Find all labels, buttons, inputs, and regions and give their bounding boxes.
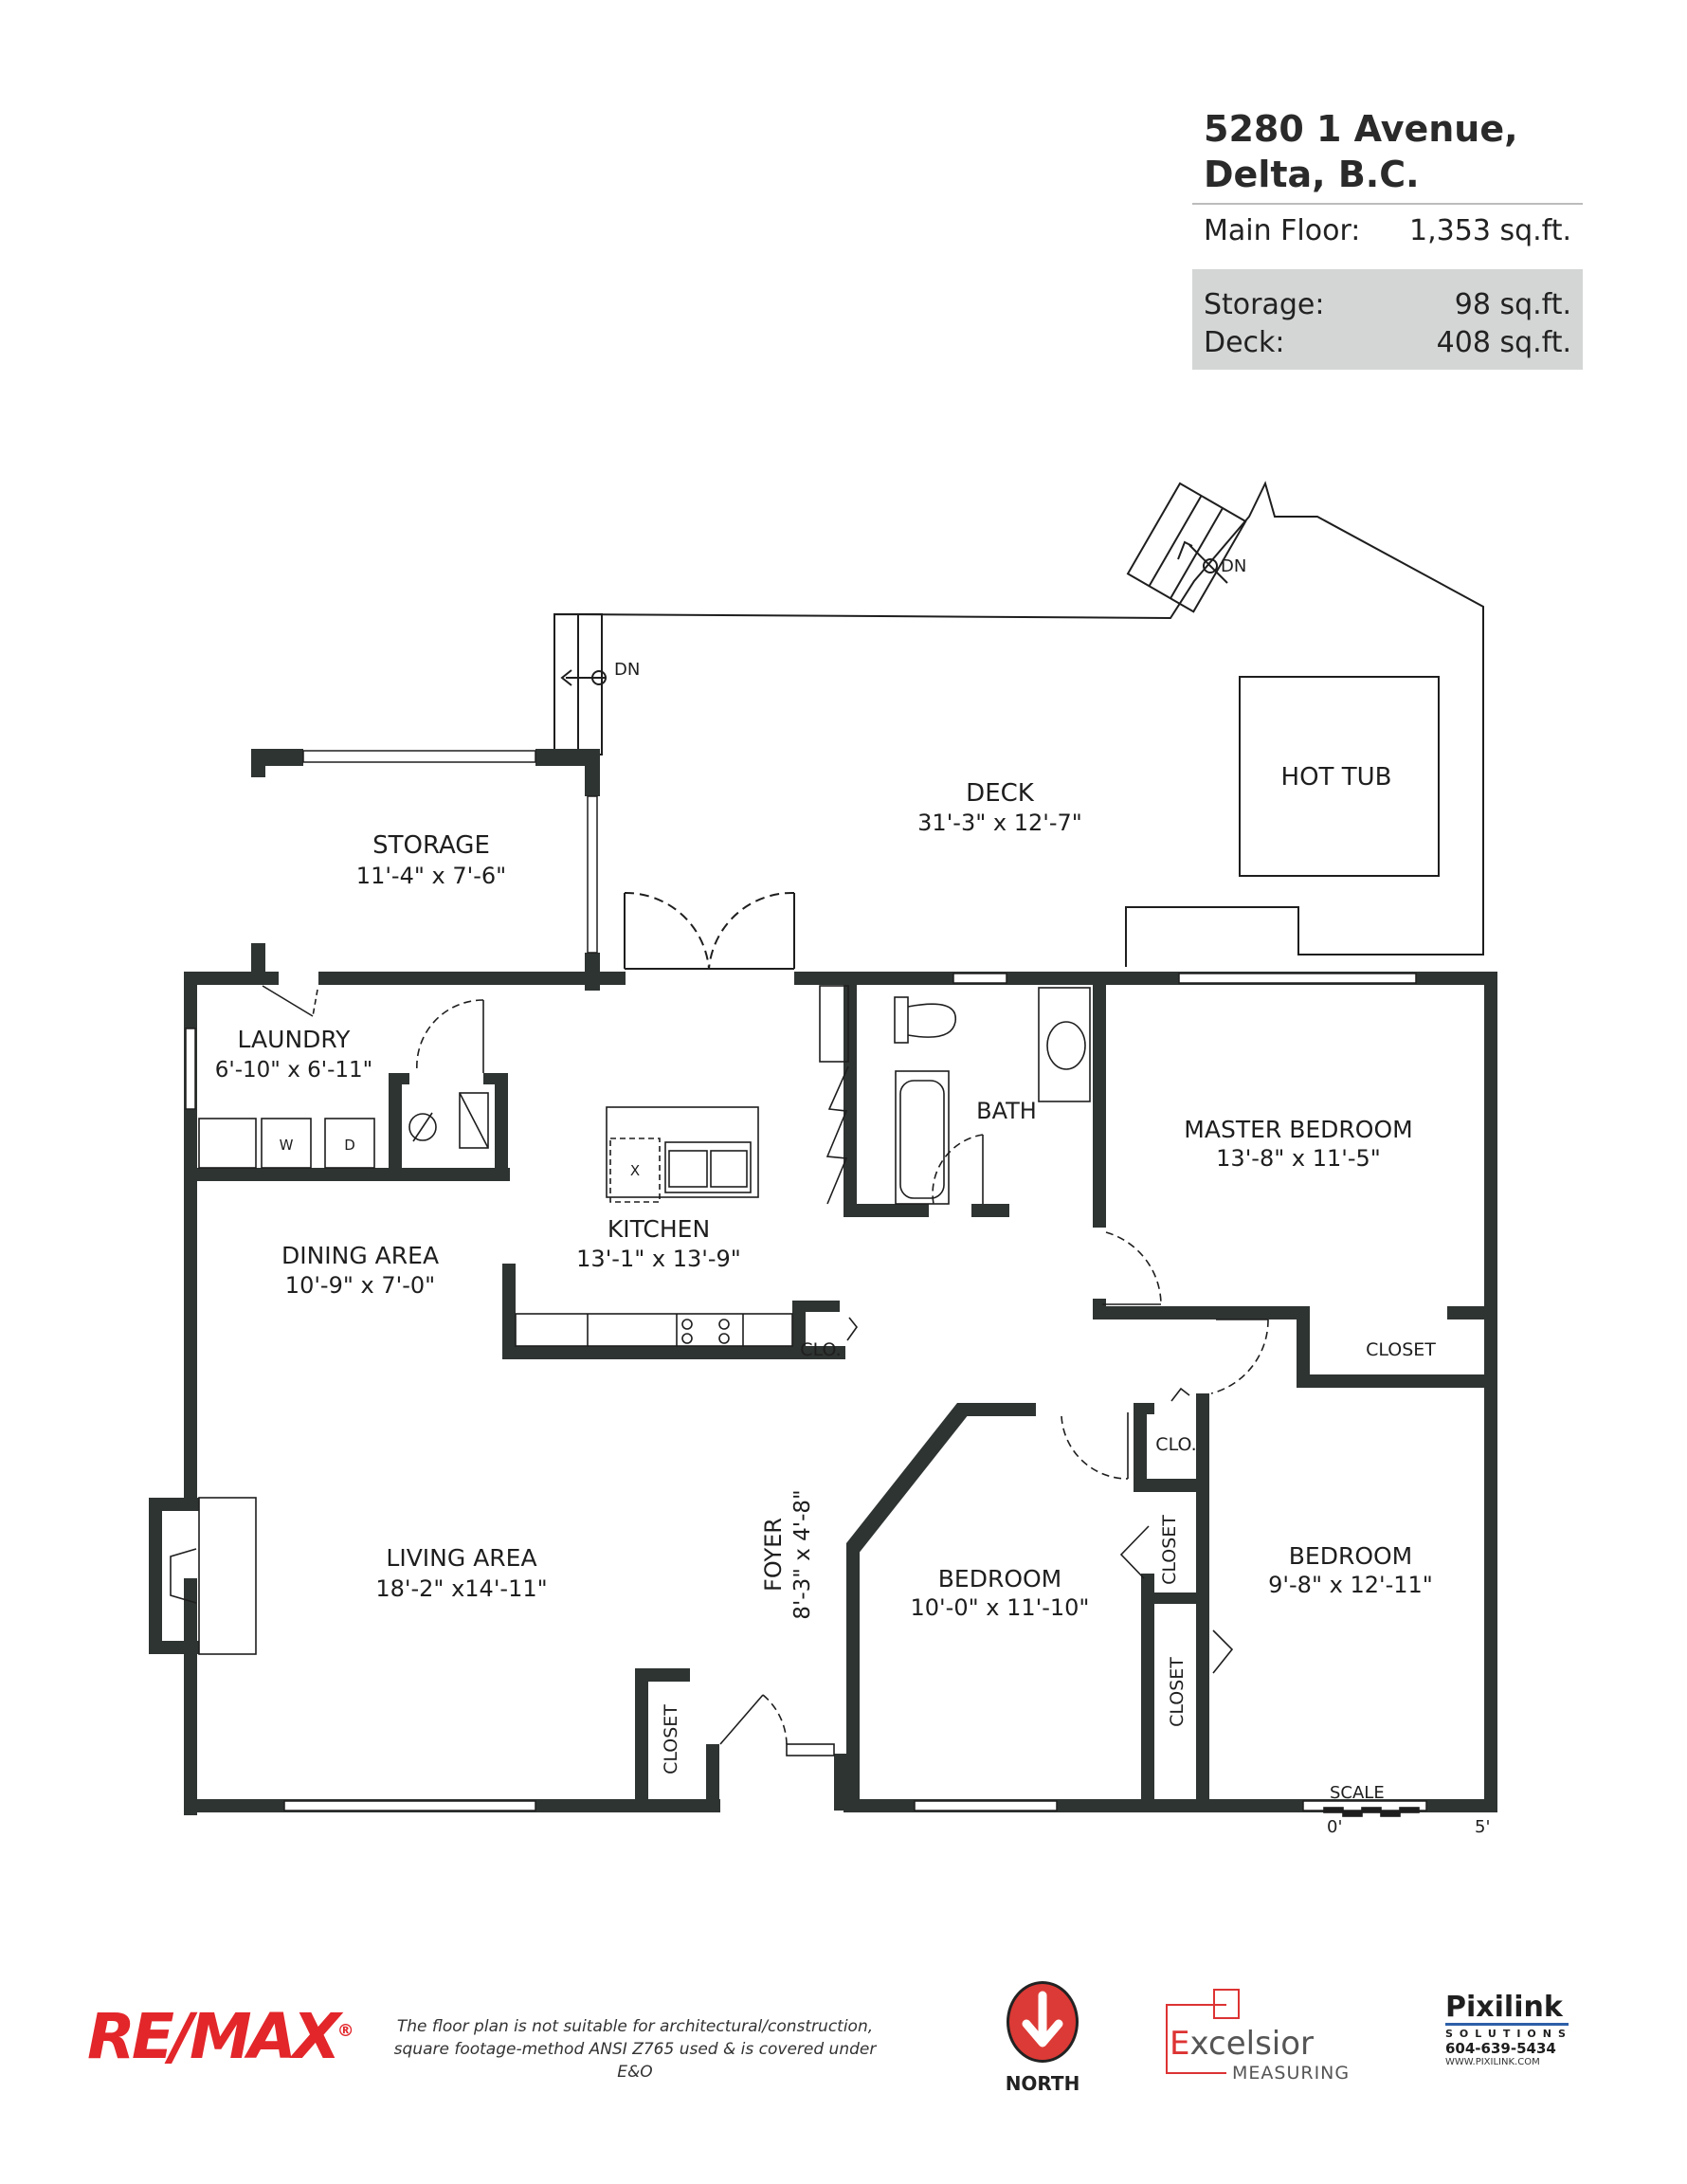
deck-outline <box>553 481 1484 967</box>
master-bedroom-label: MASTER BEDROOM <box>1184 1116 1412 1143</box>
island-x-label: X <box>630 1162 640 1179</box>
kitchen-label: KITCHEN <box>608 1215 710 1243</box>
foyer-label: FOYER <box>760 1518 787 1592</box>
scale-bar <box>1323 1807 1420 1817</box>
secondary-areas: Storage: 98 sq.ft. Deck: 408 sq.ft. <box>1192 269 1583 370</box>
hall-closet-label: CLO. <box>1155 1434 1196 1455</box>
area-summary: 5280 1 Avenue, Delta, B.C. Main Floor: 1… <box>1192 106 1583 370</box>
dryer-label: D <box>344 1137 355 1154</box>
kitchen-island <box>606 1106 759 1198</box>
washer <box>261 1118 312 1169</box>
living-area-label: LIVING AREA <box>386 1544 536 1572</box>
storage-label: STORAGE <box>372 831 490 860</box>
vanity <box>1038 987 1091 1102</box>
storage-value: 98 sq.ft. <box>1454 288 1571 321</box>
dining-area-dims: 10'-9" x 7'-0" <box>285 1272 435 1299</box>
washer-label: W <box>280 1137 294 1154</box>
bedroom3-closet-label: CLOSET <box>1167 1657 1188 1727</box>
kitchen-dims: 13'-1" x 13'-9" <box>576 1246 741 1272</box>
main-floor-value: 1,353 sq.ft. <box>1409 214 1571 247</box>
toilet <box>894 996 909 1044</box>
storage-row: Storage: 98 sq.ft. <box>1192 286 1583 324</box>
north-indicator: NORTH <box>1000 1981 1085 2095</box>
address-line-1: 5280 1 Avenue, <box>1204 108 1518 150</box>
bathtub <box>895 1070 950 1205</box>
laundry-sink <box>198 1118 257 1169</box>
excelsior-cube-icon <box>1213 1989 1240 2019</box>
remax-logo: RE/MAX® <box>87 2000 354 2073</box>
registered-mark: ® <box>336 2021 354 2041</box>
laundry-dims: 6'-10" x 6'-11" <box>215 1058 372 1083</box>
north-label: NORTH <box>1005 2072 1080 2095</box>
stairs-right-dn: DN <box>1221 556 1246 576</box>
floor-plan: DECK 31'-3" x 12'-7" HOT TUB STORAGE 11'… <box>149 481 1497 1837</box>
disclaimer: The floor plan is not suitable for archi… <box>393 2017 877 2082</box>
scale-end: 5' <box>1475 1817 1490 1837</box>
main-floor-label: Main Floor: <box>1204 214 1361 247</box>
bedroom3-dims: 9'-8" x 12'-11" <box>1268 1572 1433 1598</box>
living-area-dims: 18'-2" x14'-11" <box>375 1575 547 1602</box>
pixilink-website: WWW.PIXILINK.COM <box>1445 2057 1540 2067</box>
hot-tub <box>1239 676 1440 877</box>
foyer-dims: 8'-3" x 4'-8" <box>790 1489 815 1619</box>
kitchen-closet-label: CLO. <box>800 1339 841 1360</box>
scale-label: SCALE <box>1330 1783 1385 1803</box>
pixilink-logo: Pixilink SOLUTIONS 604-639-5434 WWW.PIXI… <box>1445 1993 1569 2067</box>
scale-start: 0' <box>1327 1817 1342 1837</box>
master-closet-label: CLOSET <box>1366 1339 1436 1360</box>
water-heater <box>408 1113 437 1141</box>
laundry-label: LAUNDRY <box>238 1026 352 1053</box>
remax-wordmark: RE/MAX <box>87 2000 341 2073</box>
bedroom2-closet-label: CLOSET <box>1159 1515 1180 1585</box>
dining-area-label: DINING AREA <box>281 1242 439 1269</box>
bath-label: BATH <box>976 1098 1037 1124</box>
excelsior-logo: Excelsior MEASURING <box>1166 1985 1393 2084</box>
deck-value: 408 sq.ft. <box>1436 326 1571 359</box>
excelsior-box-icon <box>1166 2004 1226 2074</box>
bedroom2-dims: 10'-0" x 11'-10" <box>911 1594 1090 1621</box>
excelsior-subtitle: MEASURING <box>1232 2063 1351 2084</box>
deck-label: Deck: <box>1204 326 1285 359</box>
pixilink-subtitle: SOLUTIONS <box>1445 2028 1572 2040</box>
deck-dims: 31'-3" x 12'-7" <box>917 810 1082 836</box>
stairs-left-dn: DN <box>614 660 640 680</box>
summary-divider <box>1192 203 1583 205</box>
bedroom3-label: BEDROOM <box>1289 1542 1413 1570</box>
main-floor-row: Main Floor: 1,353 sq.ft. <box>1192 205 1583 269</box>
deck-label: DECK <box>966 779 1035 808</box>
hot-tub-label: HOT TUB <box>1281 763 1392 792</box>
fixtures <box>170 985 1420 1817</box>
dryer <box>324 1118 375 1169</box>
kitchen-counter <box>515 1313 793 1347</box>
pixilink-phone: 604-639-5434 <box>1445 2040 1556 2057</box>
storage-dims: 11'-4" x 7'-6" <box>356 863 506 889</box>
storage-label: Storage: <box>1204 288 1325 321</box>
north-arrow-icon <box>1007 1981 1079 2063</box>
pixilink-wordmark: Pixilink <box>1445 1993 1569 2026</box>
address-line-2: Delta, B.C. <box>1204 154 1420 195</box>
bedroom2-label: BEDROOM <box>938 1565 1062 1592</box>
excelsior-wordmark: Excelsior <box>1170 2025 1315 2063</box>
windows <box>185 750 1427 1811</box>
deck-row: Deck: 408 sq.ft. <box>1192 324 1583 362</box>
foyer-closet-label: CLOSET <box>661 1704 681 1774</box>
master-bedroom-dims: 13'-8" x 11'-5" <box>1216 1145 1381 1172</box>
footer: RE/MAX® The floor plan is not suitable f… <box>0 1981 1687 2095</box>
